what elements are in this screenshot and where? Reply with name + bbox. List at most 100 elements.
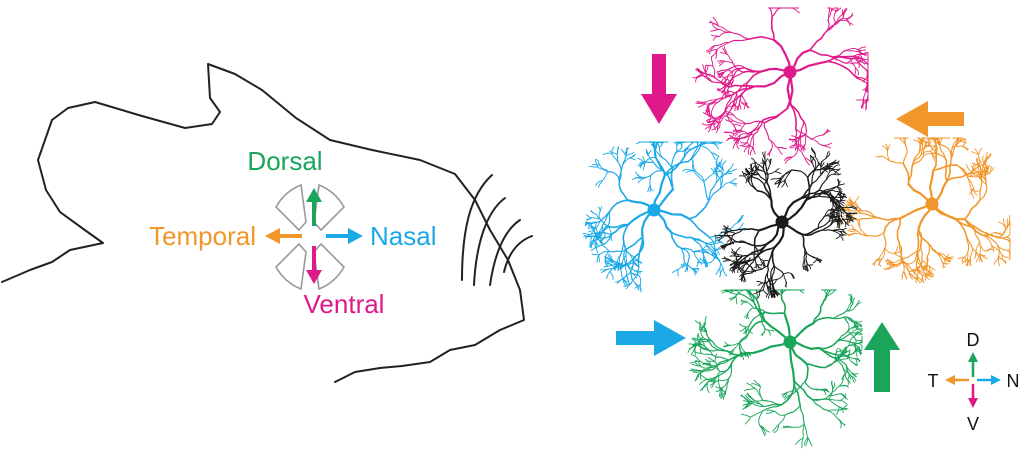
dendrite-branch xyxy=(604,255,613,262)
dendrite-branch xyxy=(741,130,755,136)
dendrite-branch xyxy=(768,280,772,292)
dendrite-branch xyxy=(699,366,714,374)
dendrite-branch xyxy=(629,253,635,263)
dendrite-branch xyxy=(798,289,805,294)
dendrite-branch xyxy=(724,94,733,112)
dendrite-branch xyxy=(757,255,764,262)
dendrite-branch xyxy=(883,266,894,270)
dendrite-branch xyxy=(903,271,907,280)
dendrite-branch xyxy=(745,102,749,109)
dendrite-branch xyxy=(989,165,992,174)
dendrite-branch xyxy=(594,241,597,249)
dendrite-branch xyxy=(701,338,714,343)
dendrite-branch xyxy=(849,206,858,209)
dendrite-branch xyxy=(716,42,730,50)
dendrite-branch xyxy=(730,80,734,88)
dendrite-branch xyxy=(729,102,737,108)
dendrite-branch xyxy=(701,353,713,356)
dendrite-branch xyxy=(791,135,798,139)
dendrite-branch xyxy=(633,236,645,258)
dendrite-branch xyxy=(603,264,614,268)
dendrite-branch xyxy=(706,104,709,113)
dendrite-branch xyxy=(771,265,775,280)
dendrite-branch xyxy=(881,145,888,152)
dendrite-branch xyxy=(645,149,649,156)
dorsal-label: Dorsal xyxy=(247,146,322,176)
dendrite-branch xyxy=(703,180,710,202)
dendrite-branch xyxy=(699,382,708,391)
dendrite-branch xyxy=(809,32,826,51)
dendrite-branch xyxy=(832,49,848,58)
dendrite-branch xyxy=(704,242,716,246)
dendrite-branch xyxy=(855,99,868,101)
dendrite-branch xyxy=(848,294,852,302)
dendrite-branch xyxy=(708,181,718,202)
dendrite-branch xyxy=(811,174,822,185)
dendrite-branch xyxy=(708,187,722,202)
dendrite-branch xyxy=(750,266,757,273)
dendrite-branch xyxy=(979,183,988,201)
dendrite-branch xyxy=(719,60,725,67)
dendrite-branch xyxy=(691,268,700,271)
dendrite-branch xyxy=(854,320,863,323)
dendrite-branch xyxy=(973,187,978,196)
dendrite-branch xyxy=(836,216,840,226)
dendrite-branch xyxy=(841,218,850,226)
dendrite-branch xyxy=(841,7,847,16)
dendrite-branch xyxy=(858,342,863,350)
dendrite-branch xyxy=(767,329,771,336)
dendrite-branch xyxy=(836,219,839,228)
dendrite-branch xyxy=(737,134,752,141)
dendrite-branch xyxy=(973,148,979,156)
dendrite-branch xyxy=(681,247,690,258)
dendrite-branch xyxy=(715,235,724,239)
dendrite-branch xyxy=(928,265,931,274)
dendrite-branch xyxy=(617,254,621,265)
dendrite-branch xyxy=(828,186,838,190)
dendrite-branch xyxy=(831,228,842,231)
dendrite-branch xyxy=(792,7,800,14)
cell-soma xyxy=(783,65,797,79)
dendrite-branch xyxy=(922,153,933,158)
dendrite-branch xyxy=(763,122,770,140)
dendrite-branch xyxy=(751,383,761,388)
dendrite-branch xyxy=(786,390,797,393)
dendrite-branch xyxy=(777,414,786,426)
dendrite-branch xyxy=(735,82,748,94)
dendrite-branch xyxy=(886,263,895,266)
dendrite-branch xyxy=(639,175,651,178)
dendrite-branch xyxy=(928,243,939,254)
nasal-arrow-icon xyxy=(326,228,363,244)
dendrite-branch xyxy=(622,157,631,166)
dendrite-branch xyxy=(636,273,642,285)
dendrite-branch xyxy=(734,130,743,137)
dendrite-branch xyxy=(650,143,656,151)
dendrite-branch xyxy=(598,250,610,256)
dendrite-branch xyxy=(817,216,825,229)
dendrite-branch xyxy=(736,214,744,224)
dendrite-branch xyxy=(709,377,718,382)
dendrite-branch xyxy=(652,161,665,172)
dendrite-branch xyxy=(595,241,600,247)
dendrite-branch xyxy=(719,386,727,395)
dendrite-branch xyxy=(714,168,724,173)
dendrite-branch xyxy=(844,346,847,354)
dendrite-branch xyxy=(635,171,641,178)
dendrite-branch xyxy=(838,219,841,229)
dendrite-branch xyxy=(937,252,947,258)
dendrite-branch xyxy=(820,295,828,308)
ventral-neuron-arbor xyxy=(692,7,869,166)
dendrite-branch xyxy=(754,245,759,257)
dendrite-branch xyxy=(796,134,807,140)
dendrite-branch xyxy=(887,150,891,162)
dendrite-branch xyxy=(712,142,719,150)
mouse-head-outline xyxy=(1,63,533,383)
dendrite-branch xyxy=(733,134,741,142)
dendrite-branch xyxy=(845,62,859,64)
dendrite-branch xyxy=(812,399,829,412)
dendrite-branch xyxy=(896,217,902,244)
dendrite-branch xyxy=(805,176,811,202)
dendrite-branch xyxy=(629,157,637,161)
dendrite-branch xyxy=(611,146,615,155)
dendrite-branch xyxy=(837,352,846,361)
